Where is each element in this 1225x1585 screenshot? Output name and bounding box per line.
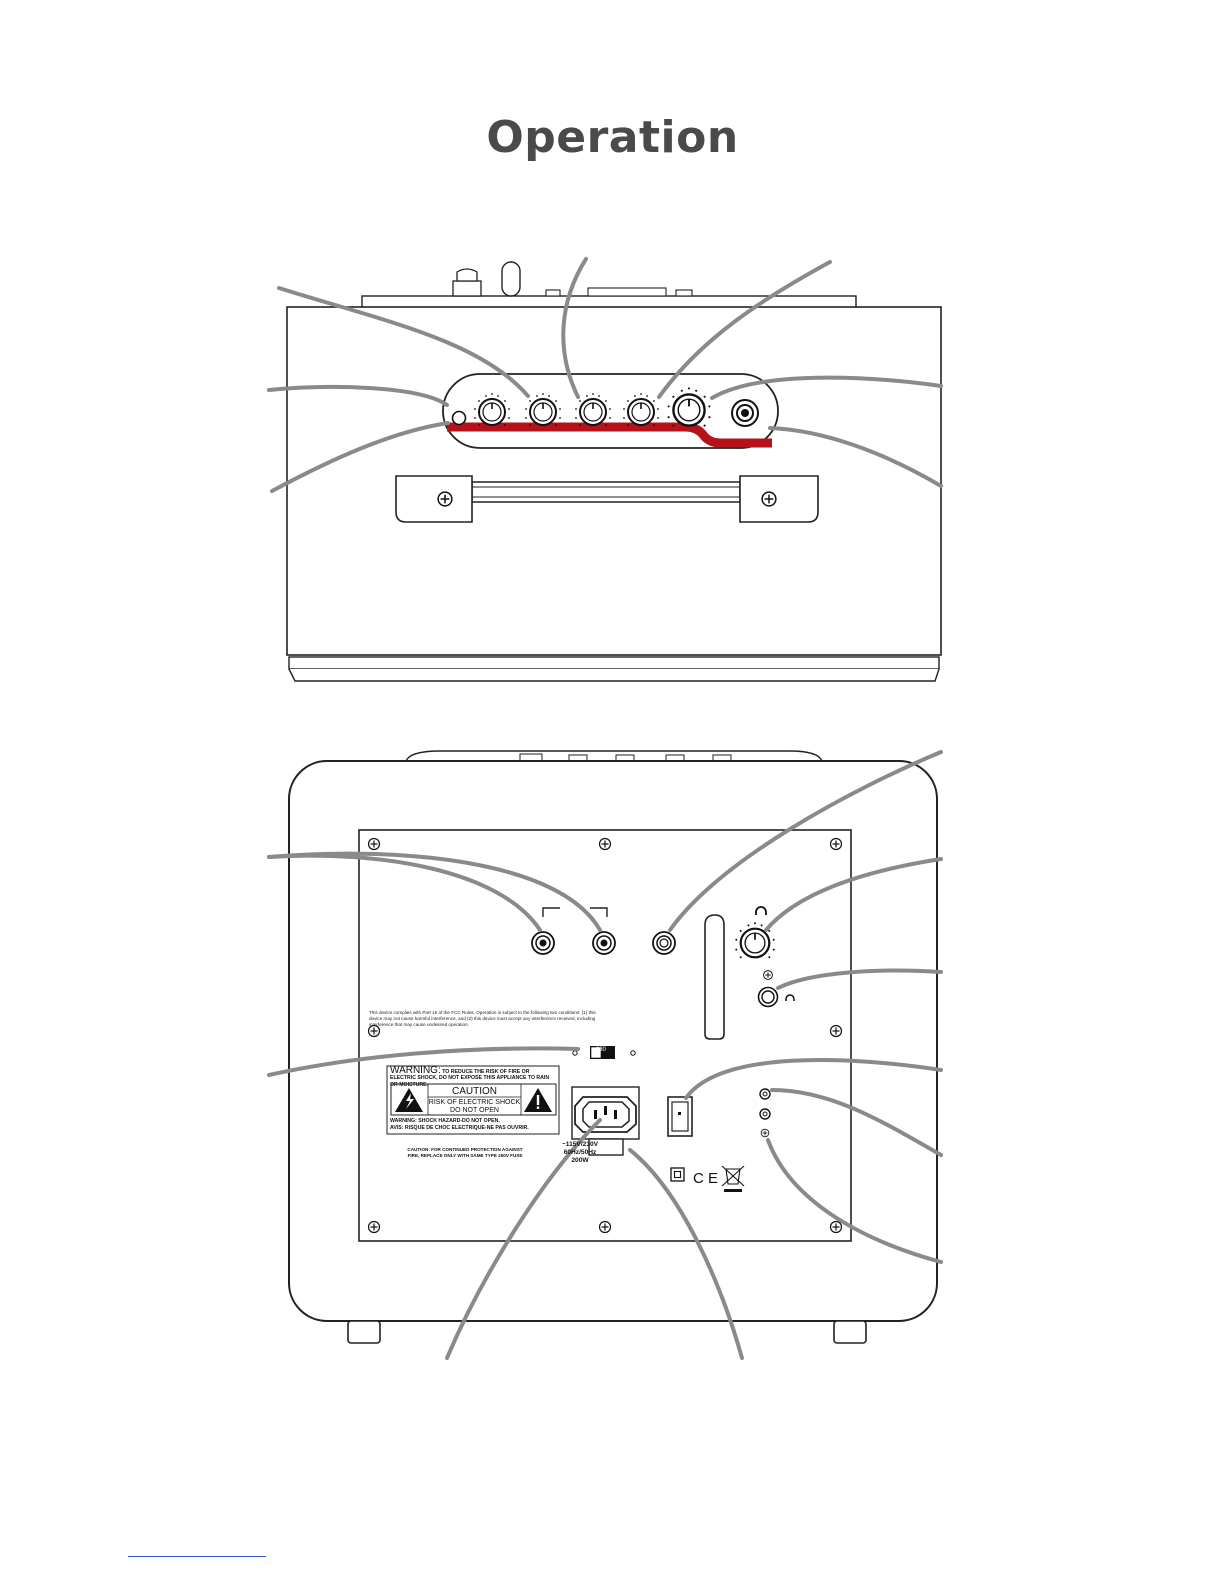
shock-warning: WARNING: SHOCK HAZARD-DO NOT OPEN. AVIS:… [390,1118,558,1131]
double-insulation-icon [670,1167,685,1182]
headphone-jack[interactable] [757,986,779,1008]
shock-warning-fr: AVIS: RISQUE DE CHOC ELECTRIQUE-NE PAS O… [390,1124,529,1131]
rating-power: 200W [571,1157,589,1164]
warning-label: WARNING: TO REDUCE THE RISK OF FIRE OR E… [390,1065,556,1088]
voltage-switch-label: 230 [596,1047,607,1053]
fuse-caution: CAUTION: FOR CONTINUED PROTECTION AGAINS… [407,1147,523,1158]
rating-voltage: ~115V/230V [561,1141,599,1148]
rating-frequency: 60Hz/50Hz [563,1149,597,1156]
rear-view [288,750,938,1344]
caution-line-2: DO NOT OPEN [450,1107,499,1114]
lightning-warning-icon [395,1088,423,1112]
fcc-compliance-notice: This device complies with Part 15 of the… [369,1010,596,1028]
wireless-antenna [704,914,725,1040]
input-jack[interactable] [731,399,759,427]
warning-heading: WARNING: [390,1065,441,1076]
top-view [286,261,942,682]
headphone-icon [755,906,767,915]
power-inlet[interactable] [571,1086,640,1140]
power-rating: ~115V/230V 60Hz/50Hz 200W [554,1141,606,1165]
rear-callouts [267,750,943,1360]
caution-heading: CAUTION [452,1086,497,1097]
speaker-out-jack-1[interactable] [531,931,555,955]
exclamation-warning-icon [524,1088,552,1112]
ce-mark: C E [693,1170,719,1187]
top-callouts [267,257,943,493]
footswitch-jack[interactable] [759,1088,771,1100]
fuse-holder[interactable] [588,1138,624,1156]
ground-icon [760,1128,770,1138]
warning-text: TO REDUCE THE RISK OF FIRE OR ELECTRIC S… [390,1069,550,1088]
speaker-out-jack-2[interactable] [592,931,616,955]
caution-text: RISK OF ELECTRIC SHOCK DO NOT OPEN [428,1099,521,1115]
power-switch[interactable] [667,1096,693,1137]
page-title: Operation [486,112,739,163]
weee-bin-icon [721,1165,745,1192]
shock-warning-en: WARNING: SHOCK HAZARD-DO NOT OPEN. [390,1118,500,1124]
ground-icon [763,970,773,980]
caution-line-1: RISK OF ELECTRIC SHOCK [428,1099,521,1106]
led-indicator [451,410,467,426]
aux-in-jack[interactable] [759,1108,771,1120]
carry-handle [395,475,819,523]
footer-rule [128,1556,266,1557]
headphone-icon [785,994,795,1001]
line-out-jack[interactable] [652,931,676,955]
